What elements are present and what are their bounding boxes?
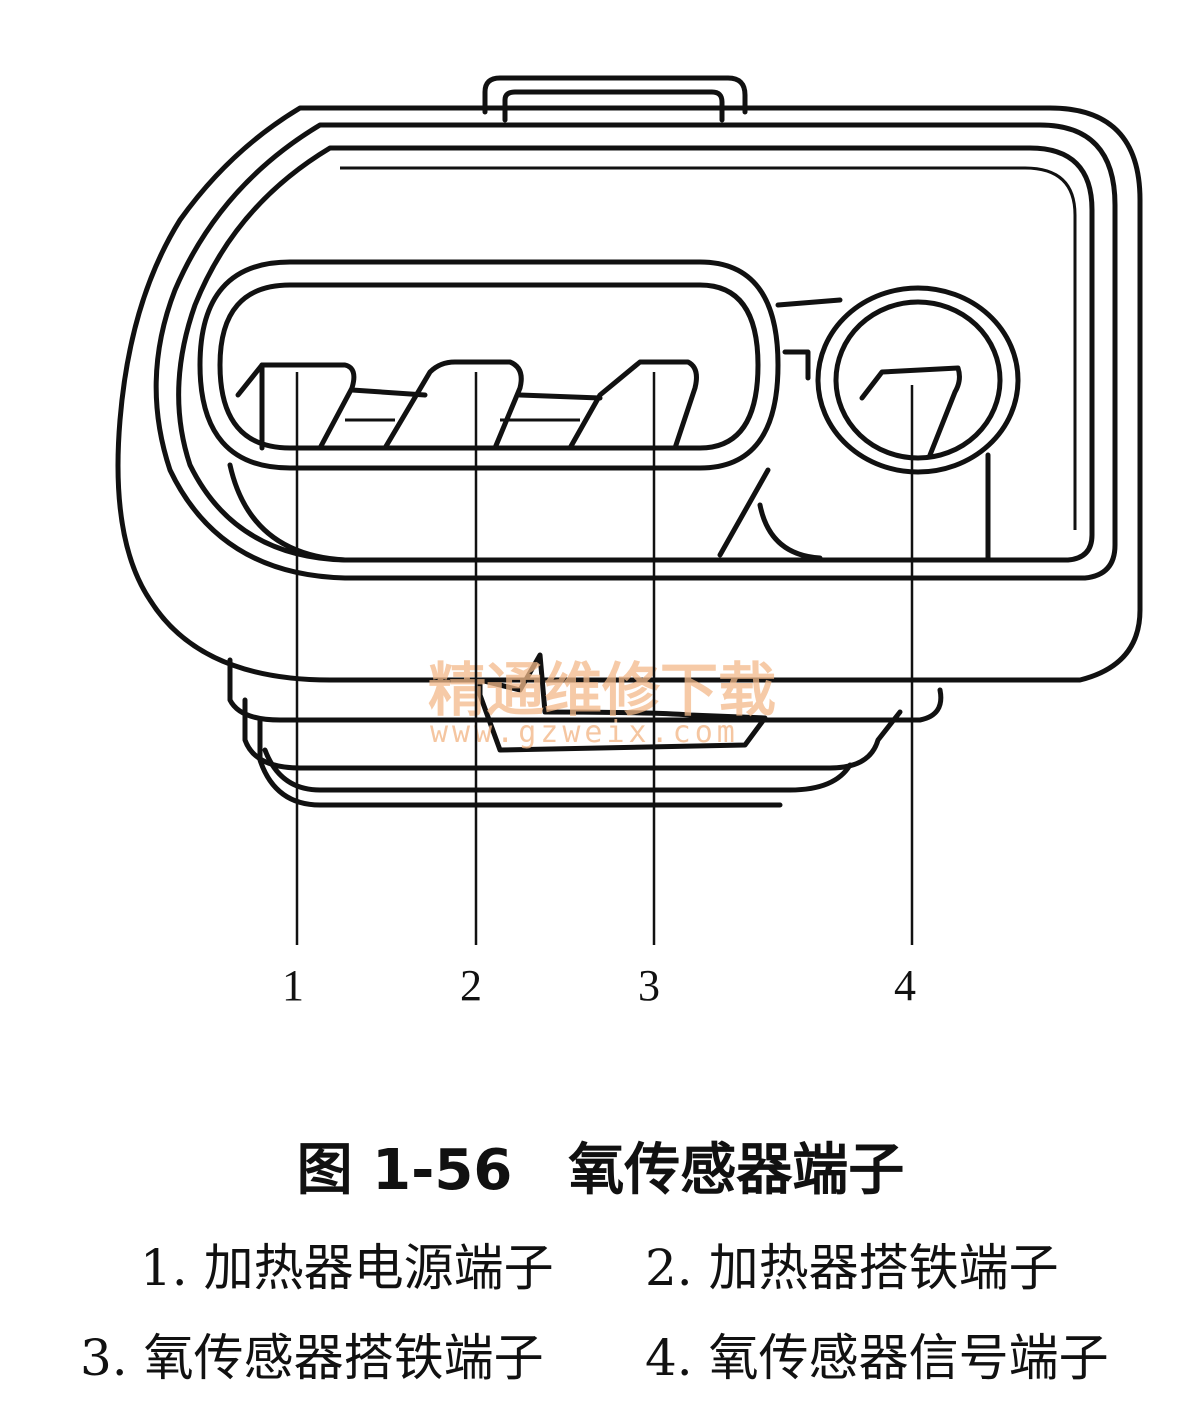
cavity-oval-inner: [217, 282, 761, 451]
lower-skirt-3: [262, 747, 853, 793]
watermark-url: www.gzweix.com: [430, 715, 739, 750]
socket-4-inner: [833, 299, 1003, 461]
cavity-bar-2: [517, 392, 603, 401]
housing-outer: [115, 105, 1143, 683]
connector-diagram: 精通维修下载 www.gzweix.com 1 2 3 4: [115, 75, 1143, 1010]
latch-tab-inner: [502, 89, 725, 123]
figure-caption-title: 图 1-56 氧传感器端子: [296, 1138, 905, 1203]
lower-skirt-4: [257, 717, 783, 808]
watermark-text: 精通维修下载: [428, 656, 776, 724]
pin-label-1: 1: [282, 961, 304, 1010]
cavity-oval: [197, 259, 781, 471]
terminal-2: [382, 359, 524, 451]
terminal-4: [859, 365, 962, 458]
socket-4-tube: [717, 452, 991, 561]
legend-item-4: 4. 氧传感器信号端子: [645, 1329, 1109, 1387]
lower-latch: [477, 652, 768, 753]
pin-label-3: 3: [638, 961, 660, 1010]
legend-item-3: 3. 氧传感器搭铁端子: [80, 1329, 544, 1387]
housing-rim-1: [153, 122, 1118, 581]
terminal-3: [567, 359, 699, 451]
housing-rim-3: [340, 166, 1077, 530]
terminal-1: [235, 362, 357, 451]
legend-item-1: 1. 加热器电源端子: [140, 1239, 554, 1297]
lower-skirt-1: [227, 657, 944, 723]
socket-4-divider: [775, 297, 843, 381]
latch-tab: [482, 75, 748, 115]
lower-skirt-2: [242, 697, 903, 771]
cavity-bar: [349, 387, 428, 398]
legend-item-2: 2. 加热器搭铁端子: [645, 1239, 1059, 1297]
pin-label-2: 2: [460, 961, 482, 1010]
socket-4: [815, 285, 1021, 475]
housing-front-edge: [227, 462, 348, 563]
pin-label-4: 4: [894, 961, 916, 1010]
housing-rim-2: [176, 145, 1095, 563]
